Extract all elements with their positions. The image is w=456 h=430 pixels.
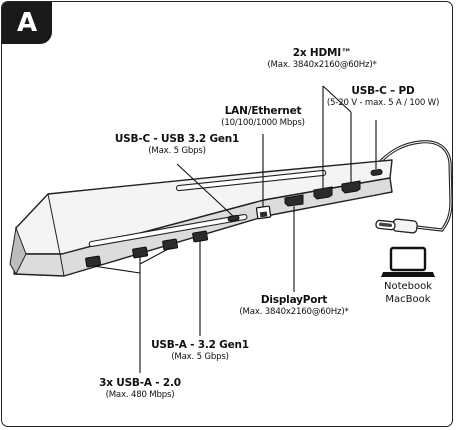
usbc-data-title: USB-C - USB 3.2 Gen1 <box>114 133 240 145</box>
usbc-data-spec: (Max. 5 Gbps) <box>148 146 206 156</box>
docking-station-illustration <box>9 85 452 373</box>
usba20-title: 3x USB-A - 2.0 <box>99 377 181 389</box>
usb-c-data-port <box>227 214 240 222</box>
figure-badge: A <box>2 2 52 44</box>
displayport-spec: (Max. 3840x2160@60Hz)* <box>239 307 349 317</box>
laptop-icon <box>381 246 435 277</box>
usb-a-port-2 <box>132 246 149 259</box>
usb-a-port-1 <box>85 255 102 268</box>
usbc-data-label: USB-C - USB 3.2 Gen1 (Max. 5 Gbps) <box>102 133 252 156</box>
leader-usba20-join <box>139 247 171 265</box>
leader-usba20-3 <box>92 265 141 274</box>
dock-top-groove-front <box>88 213 248 248</box>
hdmi-label: 2x HDMI™ (Max. 3840x2160@60Hz)* <box>247 47 397 70</box>
usb-a-port-3 <box>162 238 179 251</box>
notebook-line-1: Notebook <box>383 281 433 292</box>
leader-usbc-data <box>176 163 234 217</box>
usba20-label: 3x USB-A - 2.0 (Max. 480 Mbps) <box>88 377 192 400</box>
usba32-label: USB-A - 3.2 Gen1 (Max. 5 Gbps) <box>139 339 261 362</box>
usbc-pd-label: USB-C – PD (5-20 V - max. 5 A / 100 W) <box>320 85 446 108</box>
leader-hdmi-connector <box>322 85 352 113</box>
displayport-port <box>284 194 304 207</box>
lan-title: LAN/Ethernet <box>224 105 302 117</box>
leader-lines <box>92 85 377 373</box>
usba32-spec: (Max. 5 Gbps) <box>171 352 229 362</box>
hdmi-port-2 <box>341 180 361 194</box>
usb-a-port-4 <box>192 230 209 243</box>
usbc-pd-spec: (5-20 V - max. 5 A / 100 W) <box>326 98 440 108</box>
hdmi-title: 2x HDMI™ <box>292 47 352 59</box>
displayport-label: DisplayPort (Max. 3840x2160@60Hz)* <box>228 294 360 317</box>
usb-c-pd-port <box>370 169 383 176</box>
notebook-label: Notebook MacBook <box>376 280 440 306</box>
displayport-title: DisplayPort <box>260 294 328 306</box>
dock-top-groove-back <box>175 169 327 192</box>
notebook-line-2: MacBook <box>385 294 431 305</box>
lan-label: LAN/Ethernet (10/100/1000 Mbps) <box>200 105 326 128</box>
usb-c-plug-icon <box>375 218 418 234</box>
usbc-pd-title: USB-C – PD <box>351 85 415 97</box>
dock-end-cap <box>9 226 27 276</box>
lan-spec: (10/100/1000 Mbps) <box>221 118 305 128</box>
usba20-spec: (Max. 480 Mbps) <box>105 390 175 400</box>
hdmi-spec: (Max. 3840x2160@60Hz)* <box>267 60 377 70</box>
hdmi-port-1 <box>313 186 333 200</box>
usba32-title: USB-A - 3.2 Gen1 <box>151 339 249 351</box>
